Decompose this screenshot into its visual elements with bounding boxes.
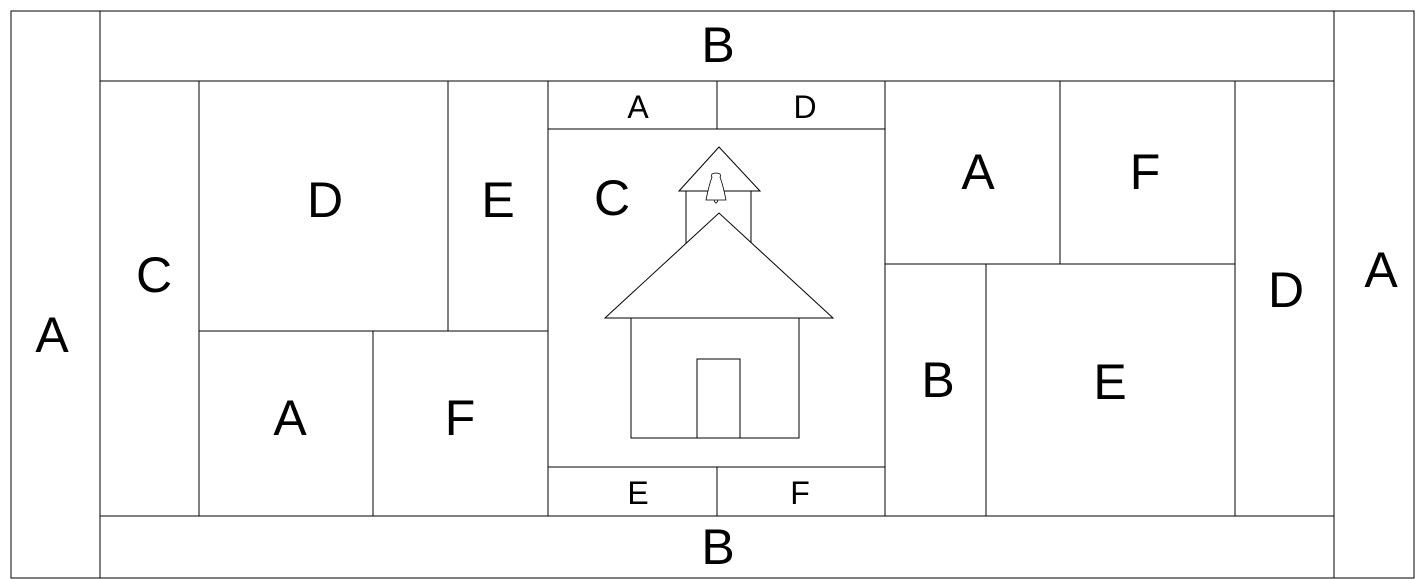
panel-right-lower-wide-label: E: [1093, 354, 1126, 410]
panel-upper-left-block-label: D: [307, 172, 343, 228]
panel-right-strip-label: A: [1364, 242, 1398, 298]
panel-top-strip-label: B: [701, 17, 734, 73]
panel-left-strip: [11, 11, 100, 578]
panel-center-top-right-label: D: [793, 89, 816, 125]
panel-right-upper-left-label: A: [961, 144, 995, 200]
panel-bottom-strip-label: B: [701, 519, 734, 575]
panel-lower-left-block-label: A: [273, 390, 307, 446]
panel-left-strip-label: A: [35, 307, 69, 363]
panel-right-upper-right-label: F: [1130, 144, 1161, 200]
panel-center-bottom-left-label: E: [627, 475, 648, 511]
panel-left-column-label: C: [136, 247, 172, 303]
panel-center-bottom-right-label: F: [790, 475, 810, 511]
panel-center-main-label: C: [594, 170, 630, 226]
panel-center-top-left-label: A: [627, 89, 649, 125]
panel-right-column-label: D: [1268, 262, 1304, 318]
panel-upper-mid-block-label: E: [481, 172, 514, 228]
panel-lower-mid-block-label: F: [445, 390, 476, 446]
schoolhouse-door: [697, 359, 740, 438]
panel-right-lower-narrow-label: B: [921, 352, 954, 408]
